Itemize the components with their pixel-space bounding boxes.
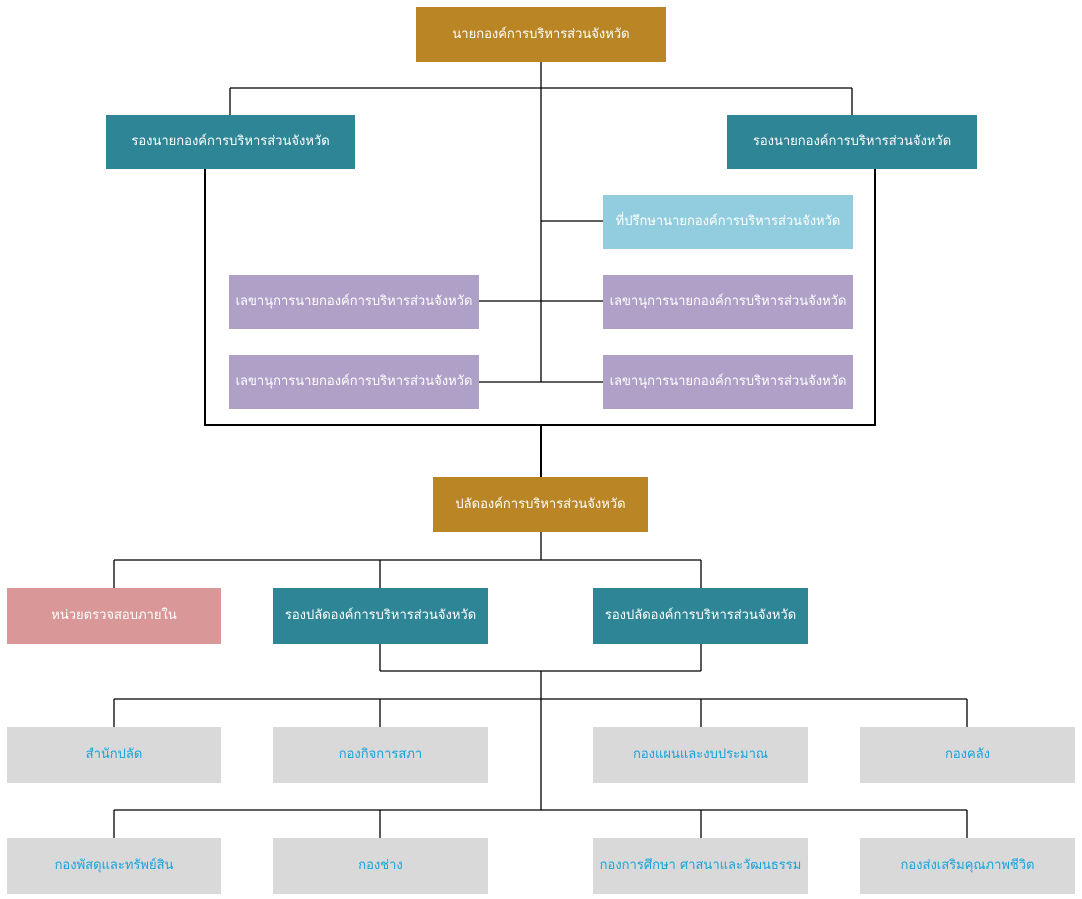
advisor-box: ที่ปรึกษานายกองค์การบริหารส่วนจังหวัด: [603, 195, 853, 249]
deputy-secretary-box-left: รองปลัดองค์การบริหารส่วนจังหวัด: [273, 588, 488, 644]
advisor-label: ที่ปรึกษานายกองค์การบริหารส่วนจังหวัด: [615, 214, 841, 230]
secretary-label: เลขานุการนายกองค์การบริหารส่วนจังหวัด: [235, 294, 473, 310]
chief-label: นายกองค์การบริหารส่วนจังหวัด: [452, 26, 630, 42]
internal-audit-box: หน่วยตรวจสอบภายใน: [7, 588, 221, 644]
deputy-secretary-box-right: รองปลัดองค์การบริหารส่วนจังหวัด: [593, 588, 808, 644]
vice-chief-box-left: รองนายกองค์การบริหารส่วนจังหวัด: [106, 115, 355, 169]
division-box-office-of-secretary: สำนักปลัด: [7, 727, 221, 783]
division-label: กองช่าง: [358, 858, 403, 874]
division-label: กองกิจการสภา: [338, 747, 423, 763]
internal-audit-label: หน่วยตรวจสอบภายใน: [51, 608, 177, 624]
division-box-quality-of-life: กองส่งเสริมคุณภาพชีวิต: [860, 838, 1075, 894]
vice-chief-label: รองนายกองค์การบริหารส่วนจังหวัด: [131, 134, 330, 150]
division-box-plan-budget: กองแผนและงบประมาณ: [593, 727, 808, 783]
division-label: กองส่งเสริมคุณภาพชีวิต: [900, 858, 1035, 874]
secretary-label: เลขานุการนายกองค์การบริหารส่วนจังหวัด: [235, 374, 473, 390]
division-box-engineering: กองช่าง: [273, 838, 488, 894]
division-box-treasury: กองคลัง: [860, 727, 1075, 783]
division-box-council-affairs: กองกิจการสภา: [273, 727, 488, 783]
permanent-secretary-box: ปลัดองค์การบริหารส่วนจังหวัด: [433, 477, 648, 532]
division-label: กองแผนและงบประมาณ: [633, 747, 768, 763]
deputy-secretary-label: รองปลัดองค์การบริหารส่วนจังหวัด: [604, 608, 797, 624]
secretary-box-right-bottom: เลขานุการนายกองค์การบริหารส่วนจังหวัด: [603, 355, 853, 409]
deputy-secretary-label: รองปลัดองค์การบริหารส่วนจังหวัด: [284, 608, 477, 624]
vice-chief-label: รองนายกองค์การบริหารส่วนจังหวัด: [752, 134, 952, 150]
secretary-label: เลขานุการนายกองค์การบริหารส่วนจังหวัด: [609, 294, 847, 310]
secretary-box-left-bottom: เลขานุการนายกองค์การบริหารส่วนจังหวัด: [229, 355, 479, 409]
secretary-box-right-top: เลขานุการนายกองค์การบริหารส่วนจังหวัด: [603, 275, 853, 329]
division-label: กองพัสดุและทรัพย์สิน: [54, 858, 174, 874]
division-box-education-culture: กองการศึกษา ศาสนาและวัฒนธรรม: [593, 838, 808, 894]
division-label: กองคลัง: [944, 747, 991, 763]
division-box-supplies-assets: กองพัสดุและทรัพย์สิน: [7, 838, 221, 894]
chief-box: นายกองค์การบริหารส่วนจังหวัด: [416, 7, 666, 62]
division-label: สำนักปลัด: [85, 747, 143, 763]
secretary-label: เลขานุการนายกองค์การบริหารส่วนจังหวัด: [609, 374, 847, 390]
division-label: กองการศึกษา ศาสนาและวัฒนธรรม: [599, 858, 802, 874]
vice-chief-box-right: รองนายกองค์การบริหารส่วนจังหวัด: [727, 115, 977, 169]
secretary-box-left-top: เลขานุการนายกองค์การบริหารส่วนจังหวัด: [229, 275, 479, 329]
permanent-secretary-label: ปลัดองค์การบริหารส่วนจังหวัด: [455, 496, 626, 512]
